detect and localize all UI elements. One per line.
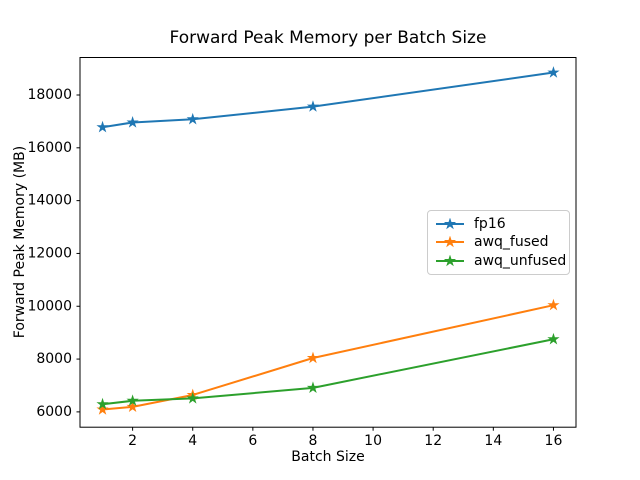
y-tick-label: 14000 (27, 193, 72, 209)
x-tick-label: 8 (309, 433, 318, 449)
y-tick-label: 8000 (36, 351, 72, 367)
series-marker-awq_fused (96, 403, 109, 415)
legend: fp16 awq_fused awq_unfused (427, 210, 570, 275)
line-star-marker-icon (436, 254, 464, 267)
y-tick-label: 12000 (27, 245, 72, 261)
chart-title: Forward Peak Memory per Batch Size (169, 28, 487, 48)
x-tick-label: 4 (188, 433, 197, 449)
legend-star (443, 218, 457, 230)
series-marker-fp16 (186, 112, 199, 125)
series-marker-fp16 (547, 66, 560, 78)
x-tick-label: 16 (545, 433, 563, 449)
series-line-awq_fused (101, 304, 555, 411)
x-tick-label: 2 (128, 433, 137, 449)
y-tick-label: 10000 (27, 298, 72, 314)
legend-star (443, 236, 457, 248)
series-line-awq_unfused (101, 338, 555, 406)
x-tick-label: 14 (484, 433, 502, 449)
legend-star (443, 254, 457, 267)
series-marker-fp16 (306, 100, 320, 112)
legend-label-awq-fused: awq_fused (474, 234, 549, 251)
x-tick-label: 10 (364, 433, 382, 449)
series-marker-awq_fused (547, 298, 560, 311)
series-marker-fp16 (96, 120, 109, 133)
line-star-marker-icon (436, 236, 464, 248)
series-marker-awq_fused (306, 351, 320, 364)
legend-item-fp16: fp16 (435, 215, 561, 233)
axes-box (79, 57, 577, 428)
x-axis-label: Batch Size (291, 449, 365, 465)
x-tick-label: 6 (248, 433, 257, 449)
series-marker-fp16 (126, 116, 139, 128)
series-marker-awq_unfused (547, 332, 560, 345)
legend-label-awq-unfused: awq_unfused (474, 252, 567, 269)
series-marker-awq_unfused (186, 392, 199, 404)
x-tick-label: 12 (424, 433, 442, 449)
legend-item-awq-unfused: awq_unfused (435, 252, 566, 270)
legend-item-awq-fused: awq_fused (435, 233, 561, 251)
series-line-fp16 (101, 71, 555, 129)
y-tick-label: 6000 (36, 404, 72, 420)
y-tick-label: 18000 (27, 87, 72, 103)
y-tick-label: 16000 (27, 140, 72, 156)
series-marker-awq_unfused (306, 381, 320, 394)
series-marker-awq_fused (126, 400, 139, 413)
legend-label-fp16: fp16 (474, 216, 506, 233)
series-marker-awq_unfused (126, 394, 139, 406)
series-marker-awq_unfused (96, 397, 109, 410)
line-star-marker-icon (436, 218, 464, 230)
